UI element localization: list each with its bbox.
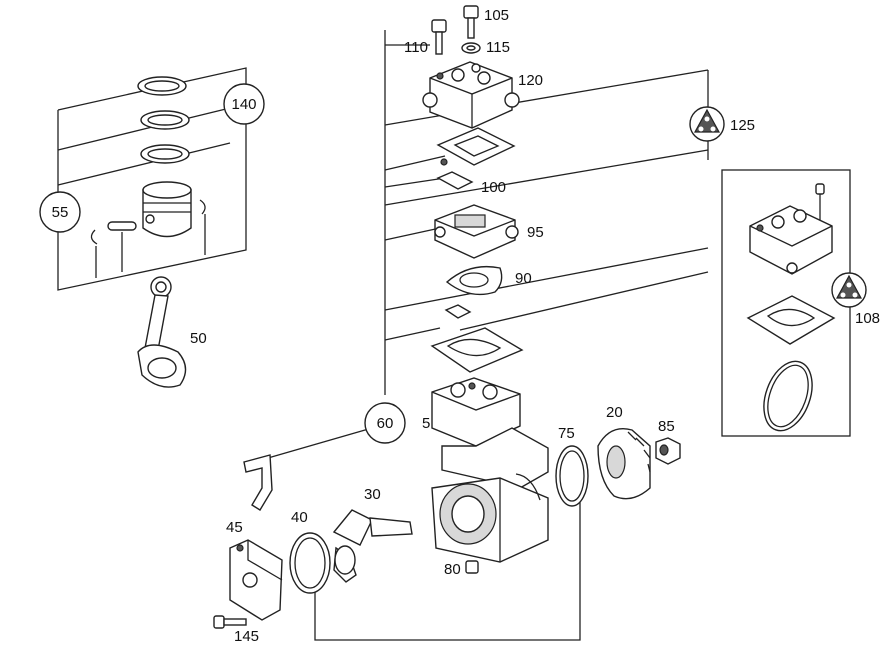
piston-pin (90, 199, 206, 278)
inset-o-ring (763, 360, 813, 432)
head-gasket-upper (436, 127, 516, 166)
label-105[interactable]: 105 (484, 7, 509, 24)
o-ring-40 (289, 532, 331, 594)
label-5[interactable]: 5 (422, 415, 430, 432)
label-50[interactable]: 50 (190, 330, 207, 347)
inset-gasket (746, 295, 836, 345)
gear-20 (597, 428, 651, 500)
label-75[interactable]: 75 (558, 425, 575, 442)
sleeve-80 (465, 560, 479, 574)
label-45[interactable]: 45 (226, 519, 243, 536)
crankshaft (332, 509, 413, 583)
valve-plate (434, 204, 519, 259)
top-bolts (431, 5, 481, 55)
callout-circle-55[interactable] (39, 191, 81, 233)
inset-head-assembly (749, 183, 833, 275)
valve-plate-triangle-icon (831, 272, 867, 308)
label-95[interactable]: 95 (527, 224, 544, 241)
compressor-crankcase (431, 377, 549, 563)
label-40[interactable]: 40 (291, 509, 308, 526)
label-125[interactable]: 125 (730, 117, 755, 134)
label-120[interactable]: 120 (518, 72, 543, 89)
o-ring-75 (555, 445, 589, 507)
bracket (243, 454, 273, 511)
label-145[interactable]: 145 (234, 628, 259, 645)
valve-plate-triangle-icon (689, 106, 725, 142)
callout-circle-140[interactable] (223, 83, 265, 125)
valve-reed (436, 171, 474, 190)
piston-group-frame (57, 67, 247, 291)
label-55[interactable]: 55 (52, 204, 69, 221)
label-85[interactable]: 85 (658, 418, 675, 435)
label-30[interactable]: 30 (364, 486, 381, 503)
callout-circle-60[interactable] (364, 402, 406, 444)
label-60[interactable]: 60 (377, 415, 394, 432)
connecting-rod (137, 276, 187, 388)
label-100[interactable]: 100 (481, 179, 506, 196)
label-108[interactable]: 108 (855, 310, 880, 327)
gasket-90 (444, 265, 503, 319)
label-140[interactable]: 140 (231, 96, 256, 113)
label-110[interactable]: 110 (404, 39, 428, 56)
end-cover (229, 539, 283, 621)
label-20[interactable]: 20 (606, 404, 623, 421)
label-90[interactable]: 90 (515, 270, 532, 287)
nut-85 (655, 437, 681, 465)
piston-rings (137, 76, 190, 164)
label-115[interactable]: 115 (486, 39, 510, 56)
label-80[interactable]: 80 (444, 561, 461, 578)
gasket-large (430, 327, 524, 373)
piston (142, 181, 192, 238)
cylinder-head-cover (422, 61, 520, 129)
bolt-145 (213, 615, 247, 629)
